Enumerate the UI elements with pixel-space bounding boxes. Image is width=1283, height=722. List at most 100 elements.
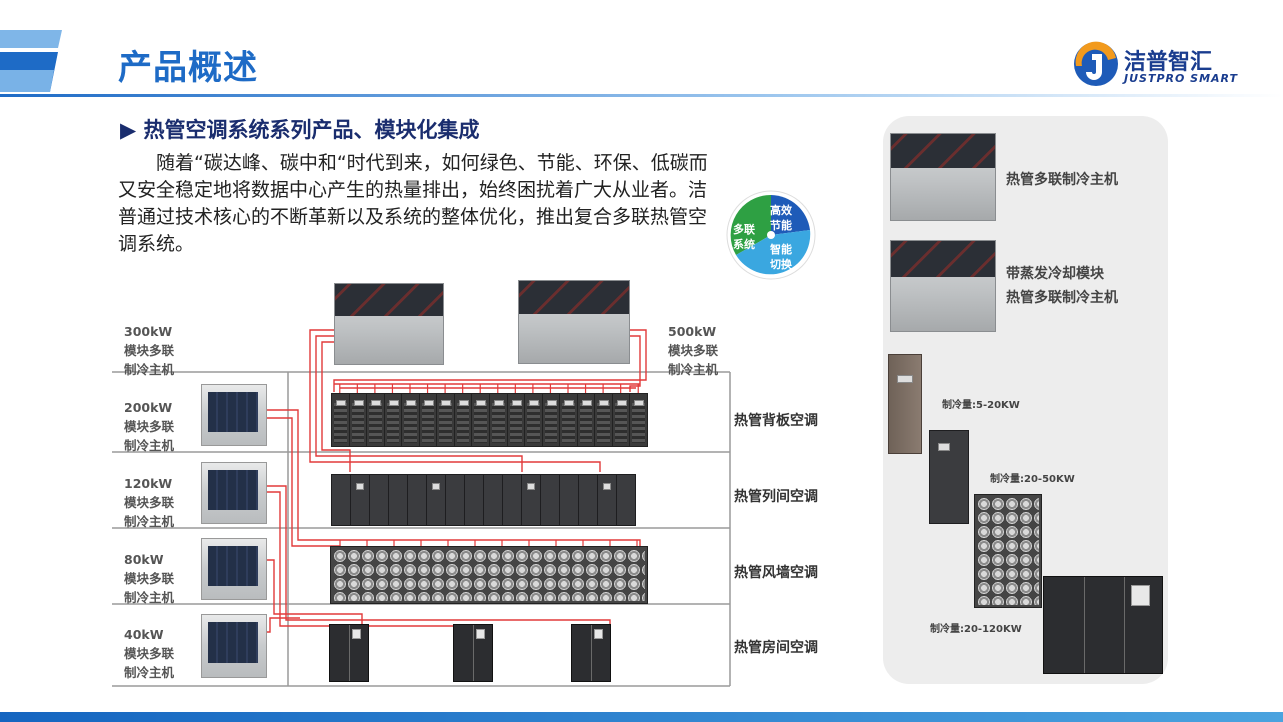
- photo-120kw: [201, 462, 267, 524]
- backplate-rack: [611, 393, 631, 447]
- system-diagram: [112, 329, 731, 687]
- label-40kw-line2: 模块多联: [124, 646, 175, 661]
- circle-top-line2: 节能: [770, 219, 792, 232]
- system-fanwall: 热管风墙空调: [734, 565, 818, 581]
- inrow-unit: [929, 430, 969, 524]
- room-unit-large: [1043, 576, 1163, 674]
- label-500kw: 500kW 模块多联 制冷主机: [668, 322, 718, 379]
- label-500kw-line1: 500kW: [668, 324, 717, 339]
- backplate-rack: [401, 393, 420, 447]
- panel-item2-line1: 带蒸发冷却模块: [1006, 266, 1104, 282]
- label-80kw-line2: 模块多联: [124, 571, 175, 586]
- label-300kw-line2: 模块多联: [124, 343, 175, 358]
- inrow-cabinet: [407, 474, 427, 526]
- inrow-cabinet: [426, 474, 446, 526]
- label-300kw-line1: 300kW: [124, 324, 173, 339]
- inrow-cabinet: [388, 474, 408, 526]
- inrow-cabinet: [597, 474, 617, 526]
- inrow-cabinet: [464, 474, 484, 526]
- inrow-cabinet: [350, 474, 370, 526]
- circle-left-line1: 多联: [733, 223, 755, 236]
- circle-left-line2: 系统: [733, 238, 755, 251]
- fanwall-drops: [339, 540, 638, 546]
- panel-item2-line2: 热管多联制冷主机: [1006, 290, 1118, 306]
- backplate-rack: [629, 393, 648, 447]
- label-80kw: 80kW 模块多联 制冷主机: [124, 550, 174, 607]
- label-120kw: 120kW 模块多联 制冷主机: [124, 474, 174, 531]
- label-40kw-line1: 40kW: [124, 627, 164, 642]
- panel-item1-label: 热管多联制冷主机: [1006, 172, 1118, 188]
- circle-bottom-line2: 切换: [770, 258, 792, 271]
- label-40kw: 40kW 模块多联 制冷主机: [124, 625, 174, 682]
- label-40kw-line3: 制冷主机: [124, 665, 175, 680]
- backplate-rack: [418, 393, 438, 447]
- label-120kw-line1: 120kW: [124, 476, 173, 491]
- section-title: ▶ 热管空调系统系列产品、模块化集成: [120, 118, 480, 142]
- label-120kw-line2: 模块多联: [124, 495, 175, 510]
- backplate-rack: [471, 393, 490, 447]
- label-200kw-line3: 制冷主机: [124, 438, 175, 453]
- label-300kw: 300kW 模块多联 制冷主机: [124, 322, 174, 379]
- inrow-cabinet: [331, 474, 351, 526]
- backplate-drops: [339, 384, 639, 393]
- room-unit-3: [571, 624, 611, 682]
- panel-chiller-2: [890, 240, 996, 332]
- header-decoration: [0, 30, 62, 92]
- inrow-cabinet: [559, 474, 579, 526]
- backplate-rack: [366, 393, 385, 447]
- header-divider: [0, 94, 1283, 97]
- photo-200kw: [201, 384, 267, 446]
- system-backplate: 热管背板空调: [734, 413, 818, 429]
- backplate-row: [331, 393, 648, 447]
- label-200kw-line1: 200kW: [124, 400, 173, 415]
- system-inrow: 热管列间空调: [734, 489, 818, 505]
- backplate-rack: [541, 393, 561, 447]
- backplate-rack: [383, 393, 403, 447]
- label-80kw-line3: 制冷主机: [124, 590, 175, 605]
- row-cabinets: [331, 474, 636, 526]
- photo-80kw: [201, 538, 267, 600]
- label-80kw-line1: 80kW: [124, 552, 164, 567]
- backplate-rack: [331, 393, 350, 447]
- logo-subtitle: JUSTPRO SMART: [1124, 72, 1239, 85]
- label-200kw: 200kW 模块多联 制冷主机: [124, 398, 174, 455]
- logo-icon: [1074, 41, 1118, 86]
- backplate-rack: [453, 393, 473, 447]
- inrow-cabinet: [369, 474, 389, 526]
- panel-item2-label: 带蒸发冷却模块 热管多联制冷主机: [1006, 262, 1118, 310]
- backplate-rack: [576, 393, 596, 447]
- label-300kw-line3: 制冷主机: [124, 362, 175, 377]
- inrow-cabinet: [616, 474, 636, 526]
- chiller-500kw: [518, 280, 630, 364]
- backplate-unit: [888, 354, 922, 454]
- backplate-rack: [436, 393, 455, 447]
- footer-bar: [0, 712, 1283, 722]
- backplate-rack: [594, 393, 613, 447]
- page-title: 产品概述: [118, 48, 258, 88]
- room-unit-1: [329, 624, 369, 682]
- backplate-rack: [506, 393, 526, 447]
- inrow-cabinet: [578, 474, 598, 526]
- inrow-cabinet: [502, 474, 522, 526]
- capacity-room: 制冷量:20-120KW: [930, 624, 1022, 635]
- inrow-cabinet: [483, 474, 503, 526]
- feature-circle: [726, 190, 816, 280]
- label-200kw-line2: 模块多联: [124, 419, 175, 434]
- inrow-cabinet: [540, 474, 560, 526]
- label-500kw-line2: 模块多联: [668, 343, 719, 358]
- fan-wall: [330, 546, 648, 604]
- label-120kw-line3: 制冷主机: [124, 514, 175, 529]
- backplate-rack: [348, 393, 368, 447]
- backplate-rack: [524, 393, 543, 447]
- backplate-rack: [489, 393, 508, 447]
- inrow-cabinet: [445, 474, 465, 526]
- capacity-backplate: 制冷量:5-20KW: [942, 400, 1020, 411]
- circle-bottom-line1: 智能: [770, 243, 792, 256]
- label-500kw-line3: 制冷主机: [668, 362, 719, 377]
- capacity-inrow: 制冷量:20-50KW: [990, 474, 1075, 485]
- chiller-300kw: [334, 283, 444, 365]
- intro-paragraph: 随着“碳达峰、碳中和“时代到来，如何绿色、节能、环保、低碳而又安全稳定地将数据中…: [118, 152, 708, 255]
- photo-40kw: [201, 614, 267, 678]
- system-room: 热管房间空调: [734, 640, 818, 656]
- logo-name: 洁普智汇: [1124, 50, 1213, 75]
